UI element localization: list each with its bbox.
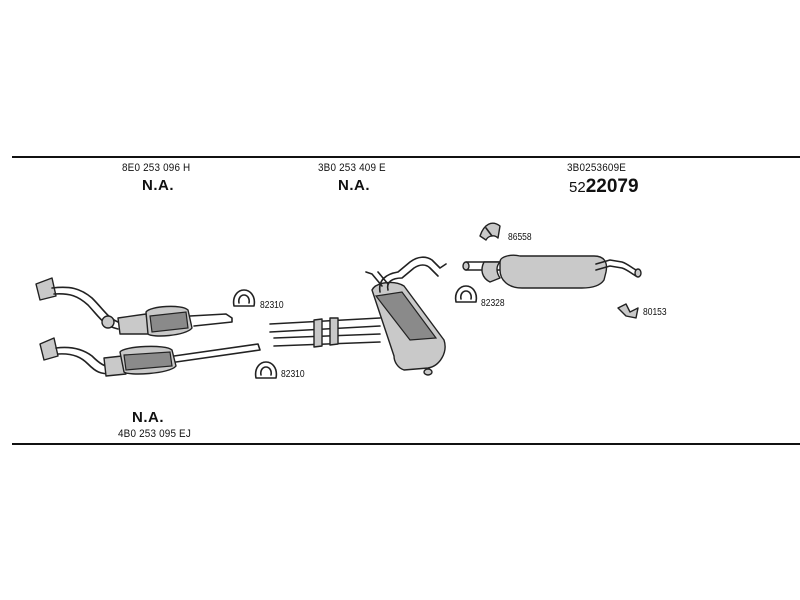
hanger-number-top: 86558	[508, 232, 532, 243]
rubber-hanger-right	[617, 303, 639, 319]
middle-muffler-status: N.A.	[338, 177, 370, 194]
clamp-rear	[454, 285, 478, 303]
front-pipe-with-catalyst-lower	[39, 337, 261, 377]
middle-muffler-part-number: 3B0 253 409 E	[318, 162, 386, 174]
clamp-number-rear: 82328	[481, 298, 505, 309]
clamp-number-front-bottom: 82310	[281, 369, 305, 380]
front-pipe-with-catalyst-upper	[35, 277, 233, 337]
catalytic-pipe-part-number: 4B0 253 095 EJ	[118, 428, 191, 440]
front-pipe-status: N.A.	[142, 177, 174, 194]
rear-muffler-ref-number: 5222079	[569, 176, 639, 197]
bottom-divider-line	[12, 443, 800, 445]
rear-muffler-part-number: 3B0253609E	[567, 162, 627, 174]
top-divider-line	[12, 156, 800, 158]
rubber-hanger-top	[479, 222, 501, 241]
clamp-number-front-top: 82310	[260, 300, 284, 311]
rear-muffler-assembly	[462, 254, 642, 289]
catalytic-pipe-status: N.A.	[132, 409, 164, 426]
front-pipe-part-number: 8E0 253 096 H	[122, 162, 191, 174]
clamp-front-top	[232, 289, 256, 307]
hanger-number-right: 80153	[643, 307, 667, 318]
middle-muffler-assembly	[269, 256, 447, 376]
clamp-front-bottom	[254, 361, 278, 379]
